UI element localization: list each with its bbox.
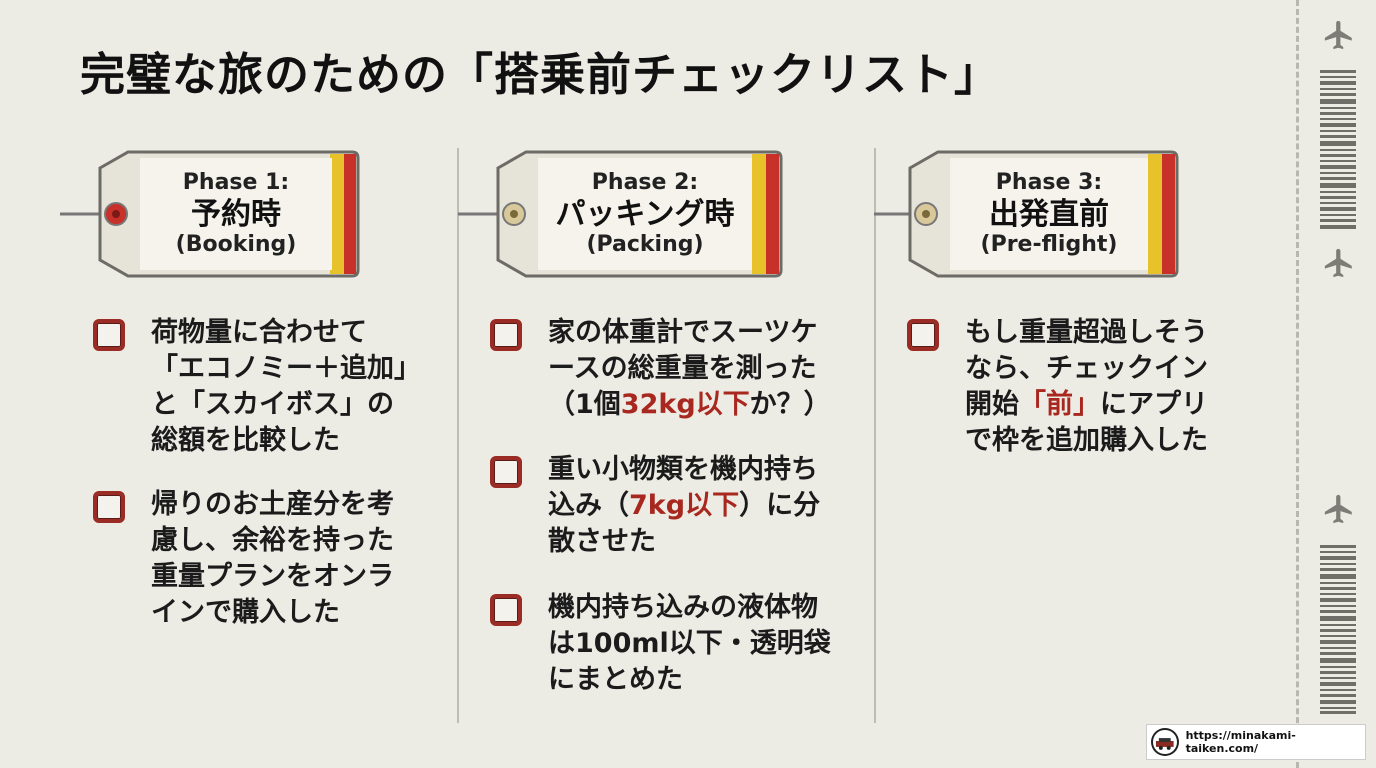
checkbox-icon[interactable] — [93, 491, 125, 523]
phase-tag-2: Phase 2: パッキング時 (Packing) — [458, 148, 783, 280]
checklist-item-text: 帰りのお土産分を考慮し、余裕を持った重量プランをオンラインで購入した — [151, 489, 394, 628]
luggage-tag-icon — [458, 150, 783, 278]
tag-phase-english: (Packing) — [586, 231, 704, 257]
tag-phase-label: Phase 3: — [995, 170, 1103, 196]
column-divider — [457, 148, 459, 723]
checkbox-icon[interactable] — [490, 594, 522, 626]
plane-icon — [1324, 20, 1352, 50]
checkbox-icon[interactable] — [907, 319, 939, 351]
phase-tag-1: Phase 1: 予約時 (Booking) — [60, 148, 360, 280]
tag-phase-name: パッキング時 — [555, 196, 735, 232]
checklist-item-text: 機内持ち込みの液体物は100ml以下・透明袋にまとめた — [548, 592, 831, 695]
checklist-item-text: もし重量超過しそうなら、チェックイン開始「前」にアプリで枠を追加購入した — [965, 317, 1208, 456]
luggage-tag-icon — [874, 150, 1179, 278]
plane-icon — [1324, 494, 1352, 524]
site-url-link[interactable]: https://minakami-taiken.com/ — [1185, 729, 1296, 755]
phase-tag-3: Phase 3: 出発直前 (Pre-flight) — [874, 148, 1179, 280]
checkbox-icon[interactable] — [93, 319, 125, 351]
barcode-icon — [1320, 70, 1356, 229]
checkbox-icon[interactable] — [490, 319, 522, 351]
tag-phase-label: Phase 1: — [182, 170, 290, 196]
tag-phase-name: 出発直前 — [989, 196, 1109, 232]
page-title: 完璧な旅のための「搭乗前チェックリスト」 — [80, 48, 1001, 101]
site-logo-icon — [1151, 728, 1179, 756]
plane-icon — [1324, 248, 1352, 278]
tag-phase-name: 予約時 — [191, 196, 281, 232]
checklist-item-text: 重い小物類を機内持ち込み（7kg以下）に分散させた — [548, 454, 821, 557]
luggage-tag-icon — [60, 150, 360, 278]
perforation-line — [1296, 0, 1299, 768]
checklist-item-text: 家の体重計でスーツケースの総重量を測った（1個32kg以下か？） — [548, 317, 831, 420]
tag-phase-english: (Pre-flight) — [980, 231, 1118, 257]
checklist-item-text: 荷物量に合わせて「エコノミー＋追加」と「スカイボス」の総額を比較した — [151, 317, 408, 456]
site-footer-badge[interactable]: https://minakami-taiken.com/ — [1146, 724, 1366, 760]
tag-phase-english: (Booking) — [175, 231, 297, 257]
barcode-icon — [1320, 545, 1356, 714]
checkbox-icon[interactable] — [490, 456, 522, 488]
column-divider — [874, 148, 876, 723]
tag-phase-label: Phase 2: — [591, 170, 699, 196]
